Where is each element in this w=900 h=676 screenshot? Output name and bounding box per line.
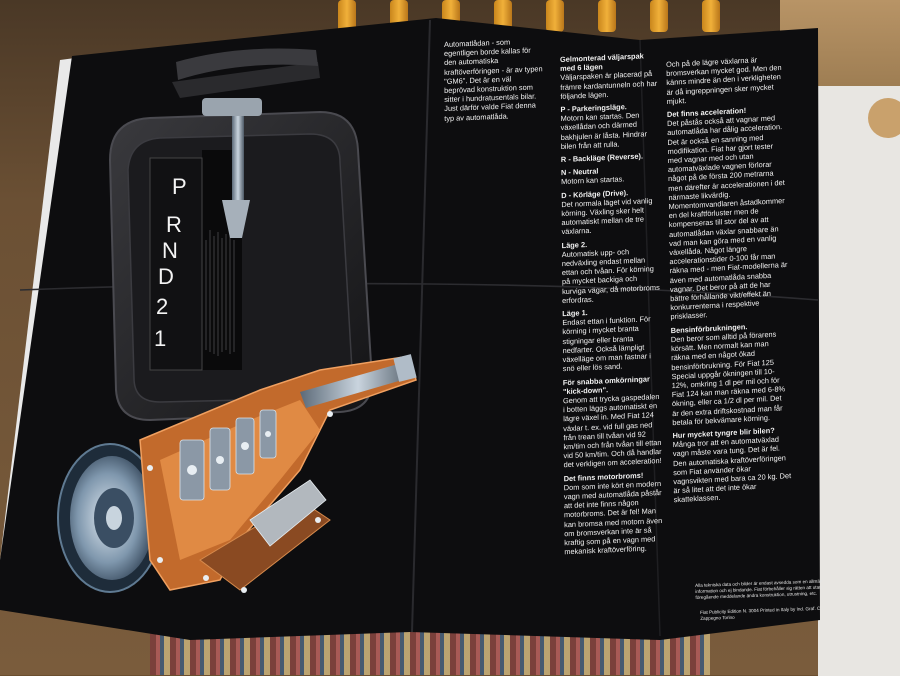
p-text: Motorn kan startas. Den växellådan och d… xyxy=(560,110,647,151)
fold-vertical xyxy=(411,19,431,633)
d-text: Det normala läget vid vanlig körning. Vä… xyxy=(561,195,653,237)
gear-label-n: N xyxy=(162,238,179,263)
motorbroms-text: Dom som inte kört en modern vagn med aut… xyxy=(563,478,663,557)
round-object xyxy=(868,98,900,138)
gear-label-2: 2 xyxy=(156,294,170,319)
l2-text: Automatisk upp- och nedväxling endast me… xyxy=(561,247,660,306)
white-box xyxy=(818,86,900,676)
text-column-1: Automatlådan - som egentligen borde kall… xyxy=(444,36,544,127)
fold-vertical-2 xyxy=(639,39,661,637)
weight-text: Många tror att en automatväxlad vagn mås… xyxy=(672,434,792,505)
gear-label-1: 1 xyxy=(154,326,168,351)
chair-back xyxy=(330,0,750,32)
column3-intro: Och på de lägre växlarna är bromsverkan … xyxy=(666,55,782,106)
kickdown-text: Genom att trycka gaspedalen i botten läg… xyxy=(562,391,662,470)
column2-intro: Väljarspaken är placerad på främre karda… xyxy=(560,69,658,101)
l1-text: Endast ettan i funktion. För körning i m… xyxy=(562,314,651,374)
r-heading: R - Backläge (Reverse). xyxy=(560,151,644,165)
fuel-text: Den beror som alltid på förarens körsätt… xyxy=(670,329,786,427)
transmission-cutaway xyxy=(57,354,417,593)
gear-label-d: D xyxy=(158,264,175,289)
gear-label-p: P xyxy=(172,174,188,199)
text-column-3: Och på de lägre växlarna är bromsverkan … xyxy=(666,54,792,509)
column1-intro: Automatlådan - som egentligen borde kall… xyxy=(444,37,543,123)
acceleration-text: Det påstås också att vagnar med automatl… xyxy=(667,113,788,322)
text-column-2: Gelmonterad väljarspak med 6 lägen Välja… xyxy=(560,51,664,561)
gear-label-r: R xyxy=(166,212,183,237)
